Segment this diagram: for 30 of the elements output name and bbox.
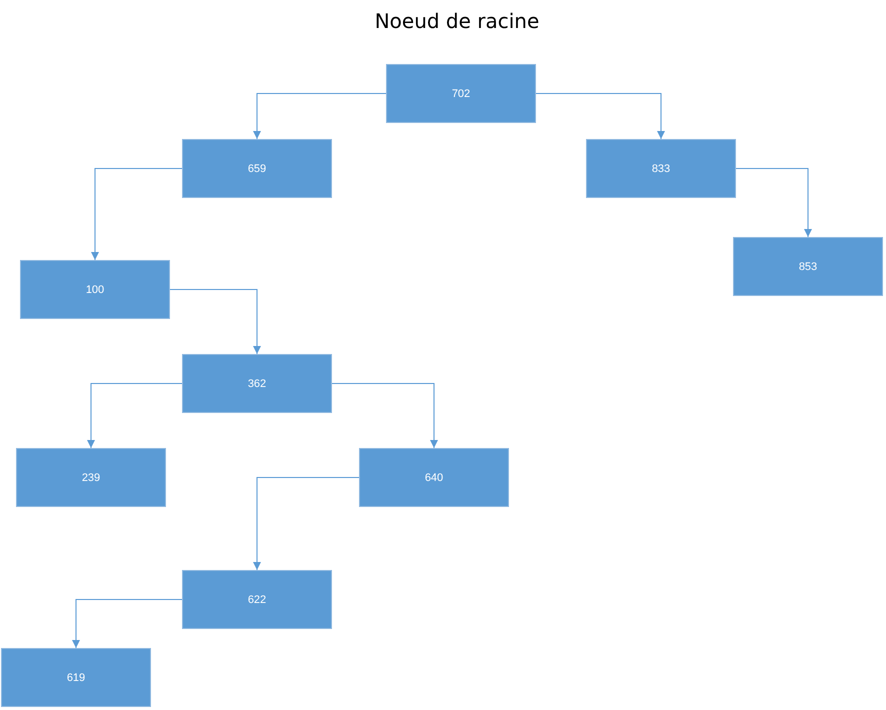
node-value: 640 <box>424 472 444 484</box>
node-value: 619 <box>66 672 86 684</box>
node-value: 853 <box>798 260 818 272</box>
arrow <box>72 599 182 648</box>
node-value: 833 <box>652 162 670 174</box>
node-value: 659 <box>248 162 266 174</box>
arrow <box>736 168 812 238</box>
tree-node-box <box>20 260 170 319</box>
tree-node-box <box>182 139 332 198</box>
tree-node-box <box>586 139 736 198</box>
tree-node-box <box>182 354 332 413</box>
tree-node-box <box>16 448 166 507</box>
tree-node-box <box>733 237 883 296</box>
tree-node-box <box>182 570 332 629</box>
arrow <box>253 477 360 570</box>
arrow <box>170 289 261 354</box>
arrow <box>332 383 438 448</box>
arrow <box>253 93 386 140</box>
node-value: 100 <box>86 284 104 296</box>
node-value: 622 <box>248 594 266 606</box>
node-value: 239 <box>82 472 100 484</box>
tree-node-box <box>359 448 509 507</box>
tree-node-box <box>386 64 536 123</box>
tree-node-box <box>1 648 151 707</box>
arrow <box>91 168 182 260</box>
arrow <box>87 383 182 448</box>
node-value: 702 <box>452 88 470 100</box>
node-value: 362 <box>248 378 266 390</box>
arrow <box>536 93 665 140</box>
diagram-title: Noeud de racine <box>374 9 540 33</box>
